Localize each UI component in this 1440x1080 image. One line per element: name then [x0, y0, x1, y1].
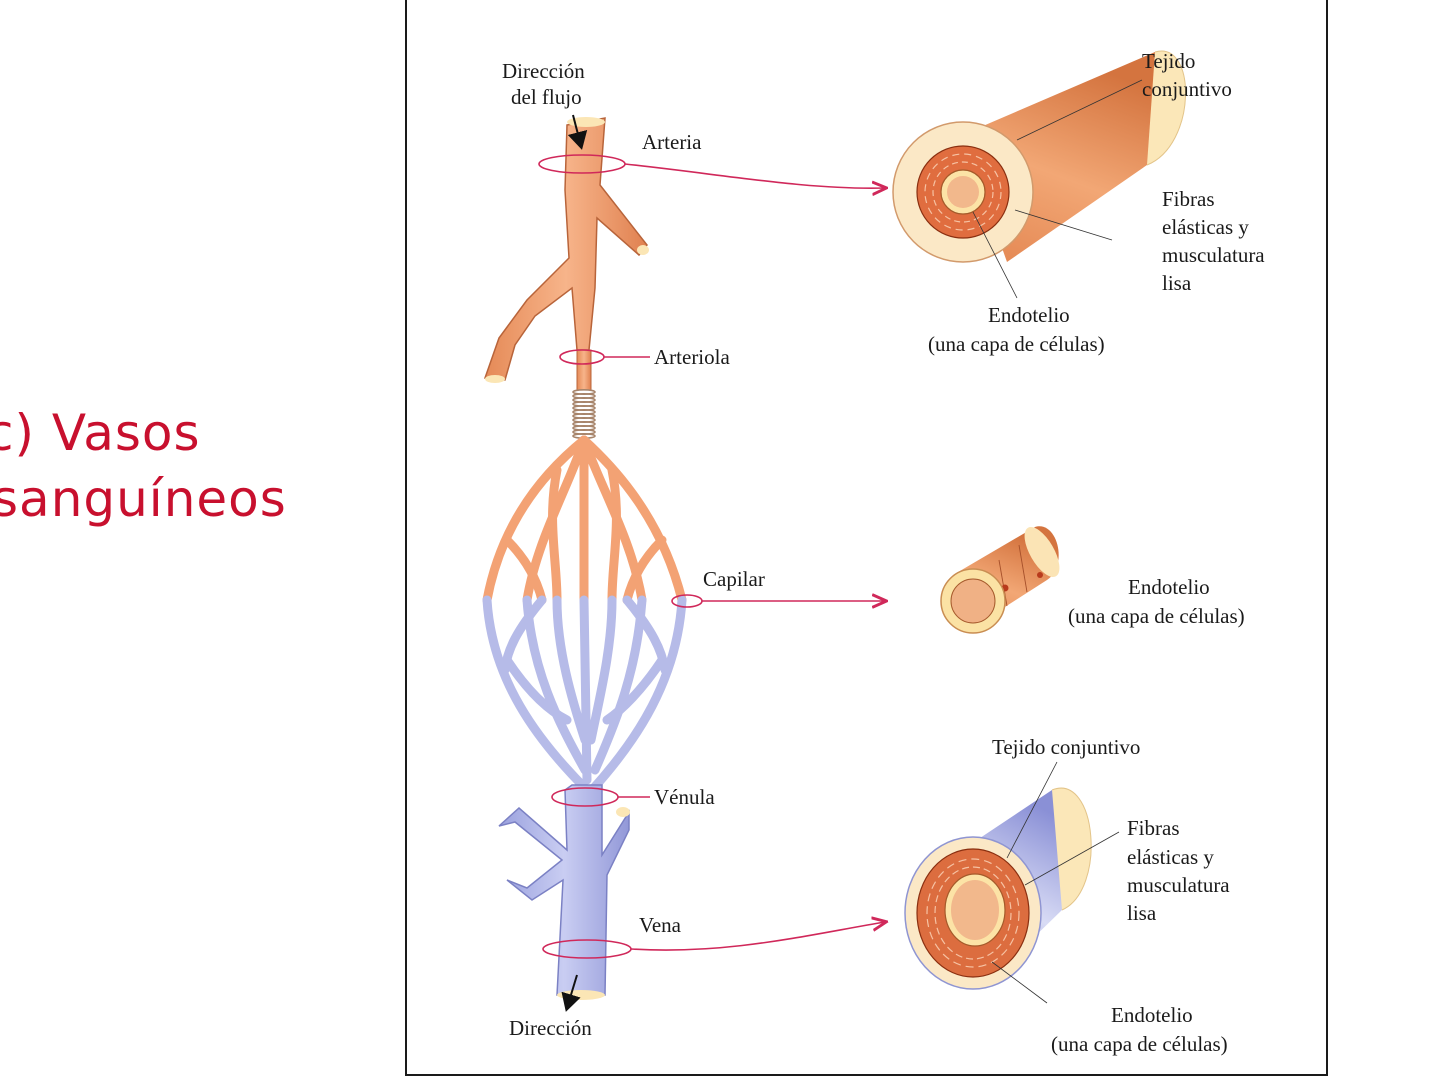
- artery-cross-section: [892, 50, 1187, 299]
- artery-vessel: [483, 117, 649, 383]
- artery-pointer: [624, 163, 885, 188]
- capillary-bed-venous: [482, 595, 687, 795]
- blood-vessels-figure: Dirección del flujo Arteria Arteriola Ca…: [405, 0, 1328, 1076]
- artery-endothelium-label-1: Endotelio: [988, 303, 1070, 327]
- capillary-endothelium-label-1: Endotelio: [1128, 575, 1210, 599]
- vein-endothelium-label-2: (una capa de células): [1051, 1032, 1228, 1056]
- vein-vessel: [498, 784, 630, 1000]
- vein-label: Vena: [639, 913, 682, 937]
- vein-cross-section: [904, 761, 1120, 1004]
- artery-connective-label-2: conjuntivo: [1142, 77, 1232, 101]
- blood-vessel-diagram: Dirección del flujo Arteria Arteriola Ca…: [482, 49, 1265, 1056]
- capillary-endothelium-label-2: (una capa de células): [1068, 604, 1245, 628]
- artery-fibers-label-2: elásticas y: [1162, 215, 1249, 239]
- vessel-tree: [482, 117, 687, 1000]
- artery-fibers-label-3: musculatura: [1162, 243, 1265, 267]
- capillary-label: Capilar: [703, 567, 765, 591]
- capillary-ring: [671, 594, 703, 608]
- flow-in-arrow: [567, 114, 588, 150]
- vein-fibers-label-2: elásticas y: [1127, 845, 1214, 869]
- capillary-cross-section: [940, 526, 1060, 634]
- artery-endothelium-label-2: (una capa de células): [928, 332, 1105, 356]
- vein-fibers-label-1: Fibras: [1127, 816, 1180, 840]
- artery-label: Arteria: [642, 130, 702, 154]
- arteriole-label: Arteriola: [654, 345, 730, 369]
- vein-fibers-label-4: lisa: [1127, 901, 1157, 925]
- vein-pointer: [630, 922, 885, 951]
- artery-fibers-label-4: lisa: [1162, 271, 1192, 295]
- flow-out-arrow: [561, 974, 581, 1012]
- flow-in-label-1: Dirección: [502, 59, 585, 83]
- capillary-bed-arterial: [482, 435, 687, 605]
- slide-title: c) Vasos sanguíneos: [0, 400, 380, 532]
- vein-fibers-label-3: musculatura: [1127, 873, 1230, 897]
- slide-title-line-1: c) Vasos: [0, 404, 201, 462]
- artery-connective-label-1: Tejido: [1142, 49, 1195, 73]
- artery-fibers-label-1: Fibras: [1162, 187, 1215, 211]
- vein-connective-label: Tejido conjuntivo: [992, 735, 1140, 759]
- slide-title-line-2: sanguíneos: [0, 470, 287, 528]
- flow-in-label-2: del flujo: [511, 85, 582, 109]
- section-markers: [538, 154, 885, 959]
- vein-endothelium-label-1: Endotelio: [1111, 1003, 1193, 1027]
- precapillary-sphincter: [572, 388, 596, 439]
- arteriole-vessel: [572, 349, 596, 439]
- venule-label: Vénula: [654, 785, 715, 809]
- diagram-labels: Dirección del flujo Arteria Arteriola Ca…: [502, 49, 1265, 1056]
- flow-out-label: Dirección: [509, 1016, 592, 1040]
